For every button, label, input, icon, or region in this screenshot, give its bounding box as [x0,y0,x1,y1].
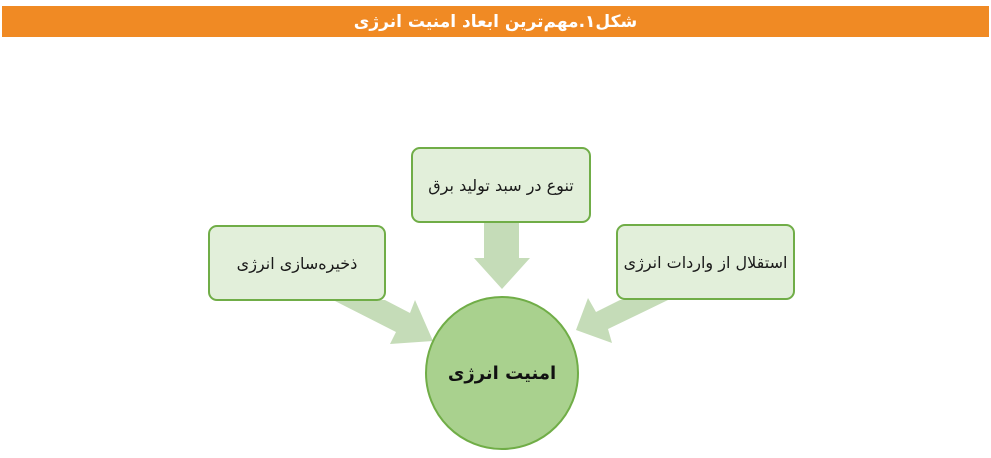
node-generation-diversity: تنوع در سبد تولید برق [411,147,591,223]
center-label: امنیت انرژی [447,362,557,384]
node-label: تنوع در سبد تولید برق [428,175,574,195]
arrow-down-left-icon [576,298,668,343]
figure-caption-bar: شکل۱.مهم‌ترین ابعاد امنیت انرژی [2,6,989,37]
node-label: ذخیره‌سازی انرژی [236,253,358,273]
node-label: استقلال از واردات انرژی [623,252,788,272]
node-import-independence: استقلال از واردات انرژی [616,224,795,300]
node-energy-storage: ذخیره‌سازی انرژی [208,225,386,301]
arrow-down-icon [474,223,530,289]
center-node-energy-security: امنیت انرژی [425,296,579,450]
figure-caption-title: شکل۱.مهم‌ترین ابعاد امنیت انرژی [353,11,638,32]
arrow-down-right-icon [333,300,433,344]
